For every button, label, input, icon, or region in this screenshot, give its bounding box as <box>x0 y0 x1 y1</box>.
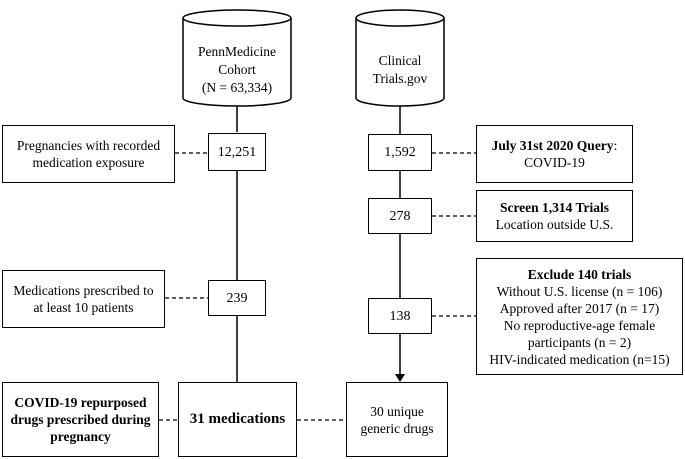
left-note-2-line-1: Medications prescribed to <box>13 283 154 298</box>
right-step-2-value: 278 <box>389 208 411 224</box>
right-note-1-line-1: July 31st 2020 Query: <box>492 137 618 154</box>
right-database-cylinder <box>355 9 445 107</box>
left-note-2-line-2: at least 10 patients <box>33 300 134 315</box>
right-note-3-line-5: HIV-indicated medication (n=15) <box>489 351 670 367</box>
right-source-label: Clinical Trials.gov <box>356 52 444 88</box>
left-note-3-line-2: drugs prescribed during <box>10 412 151 427</box>
right-step-3-box: 138 <box>368 298 432 334</box>
right-note-3-line-2: Approved after 2017 (n = 17) <box>499 300 660 316</box>
right-flow-arrowhead <box>395 374 405 382</box>
right-note-1-suffix: : <box>613 138 618 153</box>
right-step-4-box: 30 unique generic drugs <box>346 382 448 457</box>
left-step-1-box: 12,251 <box>208 133 266 171</box>
left-step-3-box: 31 medications <box>178 382 297 457</box>
left-database-cylinder <box>182 9 292 107</box>
left-step-3-value: 31 medications <box>189 411 286 427</box>
left-note-1-line-1: Pregnancies with recorded <box>16 138 161 153</box>
left-step-1-value: 12,251 <box>217 144 257 160</box>
left-note-1-box: Pregnancies with recorded medication exp… <box>2 125 175 183</box>
right-step-4-line-1: 30 unique <box>370 403 424 419</box>
left-source-line-2: Cohort <box>218 62 256 77</box>
right-note-2-bold: Screen 1,314 Trials <box>499 200 610 215</box>
right-note-1-line-2: COVID-19 <box>524 155 585 170</box>
left-note-3-box: COVID-19 repurposed drugs prescribed dur… <box>2 382 159 457</box>
right-step-4-line-2: generic drugs <box>360 420 434 436</box>
right-note-3-bold: Exclude 140 trials <box>527 266 632 282</box>
left-source-line-3: (N = 63,334) <box>201 80 273 95</box>
left-note-2-box: Medications prescribed to at least 10 pa… <box>2 270 165 328</box>
left-note-1-line-2: medication exposure <box>32 155 145 170</box>
right-note-3-box: Exclude 140 trials Without U.S. license … <box>476 258 683 375</box>
right-note-3-line-1: Without U.S. license (n = 106) <box>496 283 663 299</box>
left-source-label: PennMedicine Cohort (N = 63,334) <box>183 43 291 97</box>
right-note-2-line-2: Location outside U.S. <box>495 217 614 232</box>
right-note-3-line-3: No reproductive-age female <box>503 317 656 333</box>
left-step-2-value: 239 <box>226 290 248 306</box>
right-source-line-1: Clinical <box>378 53 422 68</box>
right-note-3-line-4: participants (n = 2) <box>527 334 632 350</box>
right-step-3-value: 138 <box>389 308 411 324</box>
right-step-1-value: 1,592 <box>384 145 416 160</box>
right-step-1-box: 1,592 <box>368 134 432 171</box>
right-note-1-box: July 31st 2020 Query: COVID-19 <box>476 125 633 183</box>
left-source-line-1: PennMedicine <box>198 44 276 59</box>
right-note-1-bold: July 31st 2020 Query <box>491 138 614 153</box>
left-step-2-box: 239 <box>208 280 266 316</box>
left-note-3-line-1: COVID-19 repurposed <box>14 395 147 410</box>
right-step-2-box: 278 <box>368 198 432 234</box>
left-note-3-line-3: pregnancy <box>50 429 111 444</box>
right-source-line-2: Trials.gov <box>372 71 428 86</box>
right-note-2-box: Screen 1,314 Trials Location outside U.S… <box>476 190 633 242</box>
